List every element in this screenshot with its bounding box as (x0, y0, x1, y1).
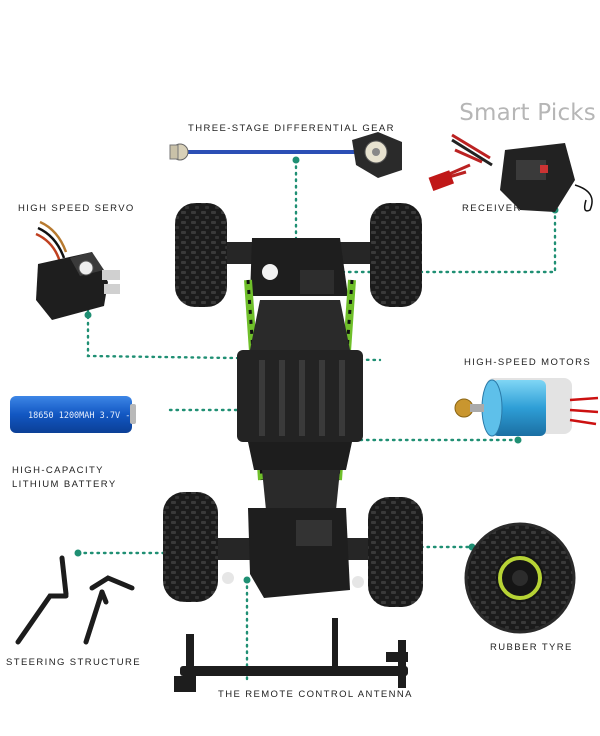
antenna-icon (174, 618, 408, 692)
label-remote-control-antenna: THE REMOTE CONTROL ANTENNA (218, 689, 413, 700)
servo-icon (35, 220, 120, 320)
brand-watermark: Smart Picks (459, 100, 596, 126)
label-differential-gear: THREE-STAGE DIFFERENTIAL GEAR (188, 123, 395, 134)
label-receiver: RECEIVER (462, 203, 522, 214)
rubber-tyre-icon (464, 522, 576, 634)
label-battery-line1: HIGH-CAPACITY (12, 465, 104, 476)
steering-structure-icon (15, 555, 135, 645)
battery-icon: 18650 1200MAH 3.7V - (10, 396, 136, 433)
label-steering-structure: STEERING STRUCTURE (6, 657, 141, 668)
label-high-speed-servo: HIGH SPEED SERVO (18, 203, 135, 214)
label-rubber-tyre: RUBBER TYRE (490, 642, 573, 653)
receiver-icon (428, 133, 593, 212)
battery-print: 18650 1200MAH 3.7V - (28, 411, 130, 421)
label-high-speed-motors: HIGH-SPEED MOTORS (464, 357, 592, 368)
differential-gear-icon (169, 132, 402, 178)
motor-icon (454, 378, 599, 437)
label-battery-line2: LITHIUM BATTERY (12, 479, 117, 490)
rc-car-chassis (163, 203, 423, 607)
